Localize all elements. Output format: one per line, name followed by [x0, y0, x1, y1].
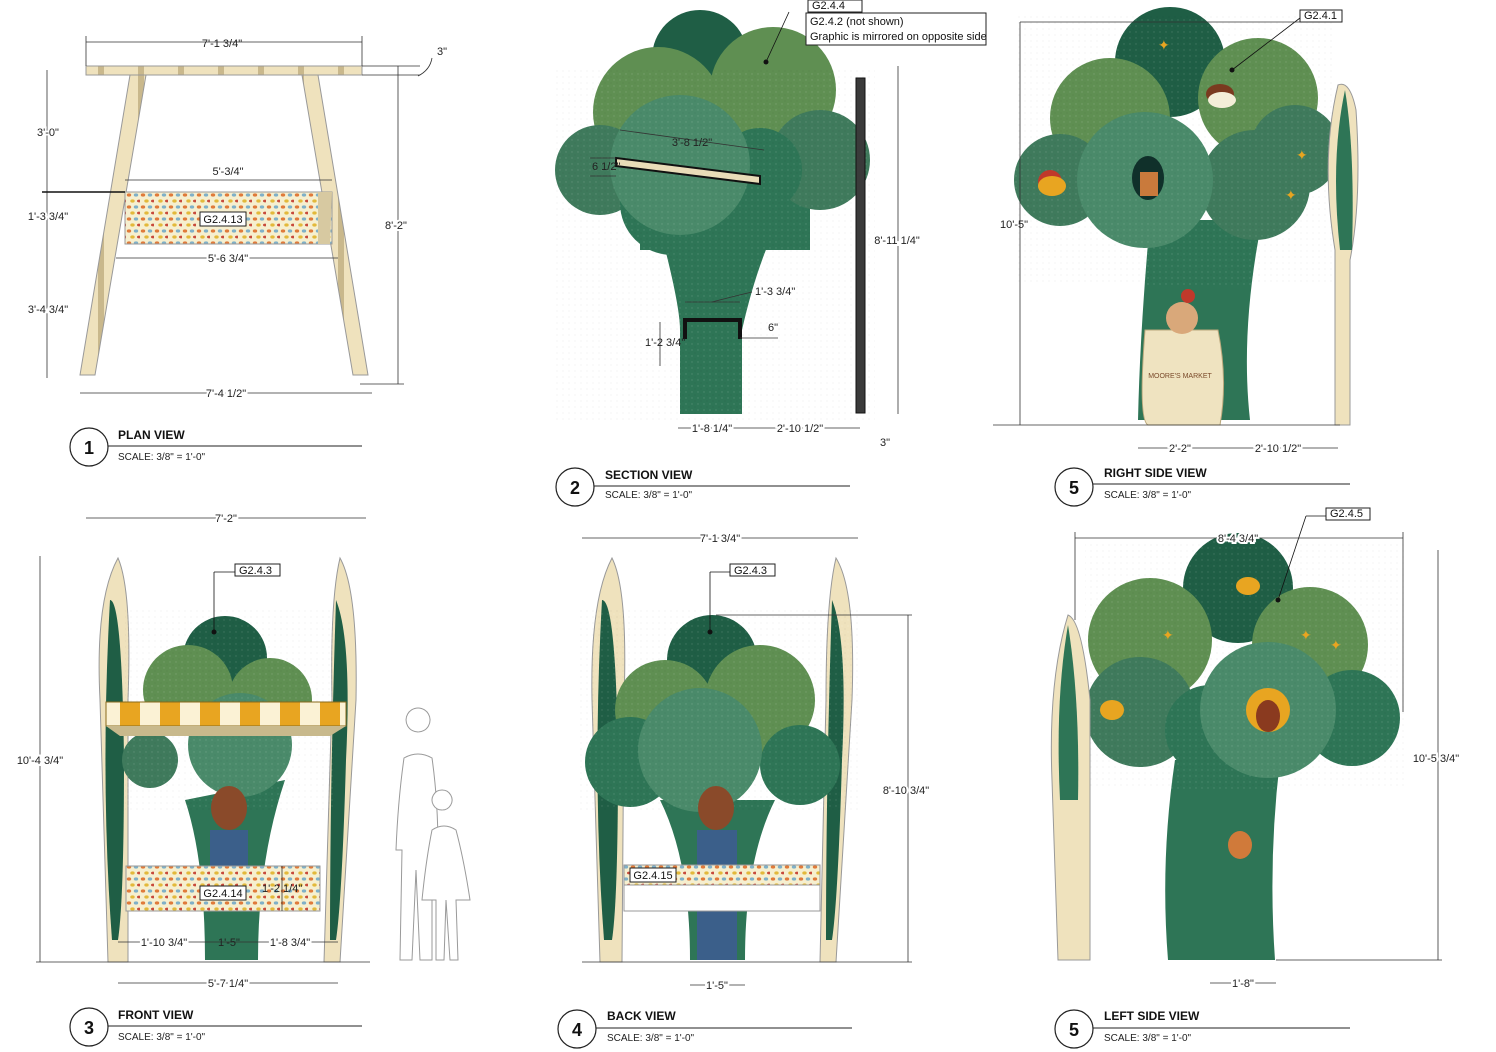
section-bench-profile [683, 318, 742, 339]
front-dim-height: 10'-4 3/4" [17, 755, 63, 767]
front-tag: G2.4.3 [239, 565, 272, 577]
section-note-box [805, 12, 987, 46]
section-view: G2.4.4 G2.4.2 (not shown) Graphic is mir… [555, 0, 987, 449]
view-number: 2 [570, 478, 580, 498]
svg-text:✦: ✦ [1330, 637, 1342, 653]
view-title: LEFT SIDE VIEW [1104, 1009, 1200, 1023]
section-sign-board [615, 156, 761, 186]
plan-top-beam [85, 65, 363, 76]
right-dim-sack: 2'-2" [1169, 443, 1191, 455]
view-title: SECTION VIEW [605, 468, 693, 482]
section-dim-sign-len: 3'-8 1/2" [672, 137, 712, 149]
view-scale: SCALE: 3/8" = 1'-0" [118, 452, 206, 463]
front-awning [105, 701, 347, 727]
section-dim-gap: 2'-10 1/2" [777, 423, 823, 435]
plan-left-leg [79, 74, 147, 376]
view-title: BACK VIEW [607, 1009, 676, 1023]
section-dim-sign-depth: 6 1/2" [592, 161, 620, 173]
view-number: 3 [84, 1018, 94, 1038]
right-tag: G2.4.1 [1304, 10, 1337, 22]
section-tag-not-shown: G2.4.2 (not shown) [810, 16, 904, 28]
view-number: 4 [572, 1020, 582, 1040]
plan-dim-sign-top: 5'-3/4" [212, 166, 243, 178]
plan-sign-tag: G2.4.13 [203, 214, 242, 226]
back-tag: G2.4.3 [734, 565, 767, 577]
section-side-panel [855, 77, 866, 414]
title-block-3: 3 FRONT VIEW SCALE: 3/8" = 1'-0" [69, 1007, 362, 1047]
view-title: FRONT VIEW [118, 1008, 194, 1022]
left-tag: G2.4.5 [1330, 508, 1363, 520]
section-dim-trunk: 1'-8 1/4" [692, 423, 732, 435]
right-dim-height: 10'-5" [1000, 219, 1028, 231]
child-silhouette [421, 789, 471, 961]
title-block-2: 2 SECTION VIEW SCALE: 3/8" = 1'-0" [555, 467, 850, 507]
left-side-view: ✦ ✦ ✦ G2.4.5 8'-4 3/4" 10'-5 3/4" 1'-8" [1050, 507, 1461, 992]
view-scale: SCALE: 3/8" = 1'-0" [1104, 1033, 1192, 1044]
title-block-5r: 5 RIGHT SIDE VIEW SCALE: 3/8" = 1'-0" [1054, 466, 1350, 507]
section-note: Graphic is mirrored on opposite side [810, 31, 987, 43]
view-scale: SCALE: 3/8" = 1'-0" [118, 1032, 206, 1043]
back-dim-trunk: 1'-5" [706, 980, 728, 992]
back-dim-width: 7'-1 3/4" [700, 533, 740, 545]
section-tag: G2.4.4 [812, 0, 845, 12]
svg-text:✦: ✦ [1158, 37, 1170, 53]
svg-text:✦: ✦ [1300, 627, 1312, 643]
plan-view: G2.4.13 7'-1 3/4" 3" 3'-0" 1'-3 3/4" 3'-… [26, 36, 447, 402]
front-dim-left-gap: 1'-10 3/4" [141, 937, 187, 949]
plan-dim-lower: 3'-4 3/4" [28, 304, 68, 316]
section-dim-panel: 3" [880, 437, 890, 449]
plan-sign-tag-box [199, 211, 247, 227]
plan-dim-width: 7'-1 3/4" [202, 38, 242, 50]
view-scale: SCALE: 3/8" = 1'-0" [1104, 490, 1192, 501]
view-scale: SCALE: 3/8" = 1'-0" [607, 1033, 695, 1044]
title-block-4: 4 BACK VIEW SCALE: 3/8" = 1'-0" [557, 1009, 852, 1049]
front-dim-trunk: 1'-5" [218, 937, 240, 949]
front-dim-sign-height: 1'-2 1/4" [262, 883, 302, 895]
svg-text:✦: ✦ [1162, 627, 1174, 643]
plan-dim-depth: 8'-2" [385, 220, 407, 232]
left-dim-width: 8'-4 3/4" [1218, 533, 1258, 545]
section-dim-bench-height: 1'-2 3/4" [645, 337, 685, 349]
title-block-1: 1 PLAN VIEW SCALE: 3/8" = 1'-0" [69, 427, 362, 467]
back-view: G2.4.15 G2.4.3 7'-1 3/4" 8'-10 3/4" 1'-5… [580, 531, 931, 994]
front-dim-right-gap: 1'-8 3/4" [270, 937, 310, 949]
view-number: 5 [1069, 1020, 1079, 1040]
front-squirrel-head [211, 786, 247, 830]
plan-right-leg [301, 74, 369, 376]
front-view: G2.4.14 G2.4.3 7'-2" 10'-4 3/4" 1'-2 1/4… [15, 511, 471, 992]
view-number: 1 [84, 438, 94, 458]
left-dim-height: 10'-5 3/4" [1413, 753, 1459, 765]
section-dim-height: 8'-11 1/4" [874, 235, 920, 247]
front-sign-tag: G2.4.14 [203, 888, 242, 900]
plan-dim-upper: 3'-0" [37, 127, 59, 139]
front-dim-base: 5'-7 1/4" [208, 978, 248, 990]
plan-dim-sign-bottom: 5'-6 3/4" [208, 253, 248, 265]
right-sack-label: MOORE'S MARKET [1148, 373, 1212, 380]
right-dim-panel-gap: 2'-10 1/2" [1255, 443, 1301, 455]
front-dim-width: 7'-2" [215, 513, 237, 525]
left-dim-trunk: 1'-8" [1232, 978, 1254, 990]
back-sign-tag: G2.4.15 [633, 870, 672, 882]
svg-text:✦: ✦ [1285, 187, 1297, 203]
section-dim-bench-width: 1'-3 3/4" [755, 286, 795, 298]
title-block-5l: 5 LEFT SIDE VIEW SCALE: 3/8" = 1'-0" [1054, 1009, 1350, 1049]
back-dim-height: 8'-10 3/4" [883, 785, 929, 797]
view-number: 5 [1069, 478, 1079, 498]
right-side-view: ✦ ✦ ✦ MOORE'S MARKET G2.4.1 10'-5" 2'-2"… [993, 7, 1359, 457]
plan-dim-sign-depth: 1'-3 3/4" [28, 211, 68, 223]
plan-dim-base: 7'-4 1/2" [206, 388, 246, 400]
section-tag-box [807, 0, 863, 13]
view-scale: SCALE: 3/8" = 1'-0" [605, 490, 693, 501]
view-title: PLAN VIEW [118, 428, 185, 442]
svg-text:✦: ✦ [1296, 147, 1308, 163]
view-title: RIGHT SIDE VIEW [1104, 466, 1207, 480]
section-dim-bench-depth: 6" [768, 322, 778, 334]
plan-dim-beam: 3" [437, 46, 447, 58]
